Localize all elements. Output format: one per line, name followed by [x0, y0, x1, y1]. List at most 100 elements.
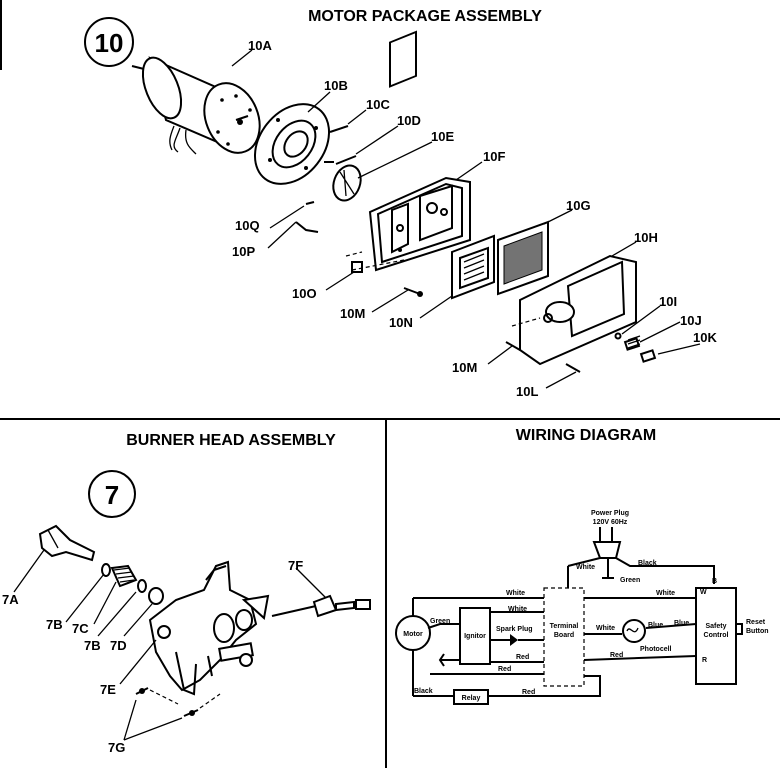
reset-label-2: Button — [746, 628, 769, 635]
part-7b-7c-7d — [101, 563, 164, 605]
terminal-r: R — [702, 657, 707, 664]
wire-white-left: White — [596, 625, 615, 632]
wire-white-1: White — [506, 590, 525, 597]
part-7g-screws — [135, 687, 221, 717]
part-10f-housing — [368, 30, 471, 272]
safety-label-2: Control — [704, 632, 729, 639]
motor-package-number: 10 — [95, 28, 124, 58]
motor-package-assembly: MOTOR PACKAGE ASSEMBLY 10 — [84, 8, 717, 399]
relay-box: Relay — [453, 689, 489, 705]
wiring-lines — [413, 566, 697, 697]
wire-red-2: Red — [610, 652, 623, 659]
motor-part-labels: 10A 10B 10C 10D 10E 10F 10G 10H 10I 10J … — [232, 38, 717, 399]
safety-control: Safety Control R W Reset Button — [695, 587, 769, 685]
burner-head-number-circle — [88, 470, 136, 518]
label-10p: 10P — [232, 244, 255, 259]
motor-package-number-circle — [84, 17, 134, 67]
burner-leaders — [13, 549, 327, 741]
label-10a: 10A — [248, 38, 272, 53]
burner-head-title: BURNER HEAD ASSEMBLY — [126, 432, 336, 449]
motor-package-title: MOTOR PACKAGE ASSEMBLY — [308, 8, 542, 25]
label-10k: 10K — [693, 330, 717, 345]
reset-label-1: Reset — [746, 619, 766, 626]
part-10m-10l — [505, 341, 581, 373]
wire-red-3: Red — [498, 666, 511, 673]
label-10c: 10C — [366, 97, 390, 112]
label-7e: 7E — [100, 682, 116, 697]
label-7b-upper: 7B — [46, 617, 63, 632]
part-7a-nozzle — [38, 524, 96, 562]
label-10g: 10G — [566, 198, 591, 213]
wire-white-3: White — [656, 590, 675, 597]
burner-head-assembly: BURNER HEAD ASSEMBLY 7 — [2, 432, 371, 755]
label-10m-lower: 10M — [452, 360, 477, 375]
wire-red-1: Red — [516, 654, 529, 661]
spark-plug-label: Spark Plug — [496, 626, 533, 633]
safety-label-1: Safety — [705, 623, 726, 630]
wire-labels: White White White White Green Spark Plug… — [414, 590, 689, 696]
label-10o: 10O — [292, 286, 317, 301]
part-10g-grille — [497, 220, 549, 296]
wire-red-4: Red — [522, 689, 535, 696]
part-10q-10p — [295, 201, 319, 233]
power-plug-label-2: 120V 60Hz — [593, 519, 628, 526]
wire-black-bottom: Black — [414, 688, 433, 695]
label-10d: 10D — [397, 113, 421, 128]
part-10c-10d-screws — [324, 125, 357, 165]
terminal-w: W — [700, 589, 707, 596]
terminal-label-1: Terminal — [550, 623, 579, 630]
part-10n-gasket — [451, 234, 495, 300]
wire-black-top: Black — [638, 560, 657, 567]
label-10i: 10I — [659, 294, 677, 309]
terminal-b: B — [712, 578, 717, 585]
part-7e-burner-head — [148, 560, 270, 696]
ignitor-box: Ignitor — [459, 607, 491, 665]
terminal-label-2: Board — [554, 632, 574, 639]
label-10l: 10L — [516, 384, 538, 399]
burner-part-labels: 7A 7B 7C 7B 7D 7E 7F 7G — [2, 558, 303, 755]
label-10j: 10J — [680, 313, 702, 328]
motor-leaders — [231, 49, 701, 389]
label-10n: 10N — [389, 315, 413, 330]
part-10e-fan — [332, 164, 362, 202]
wire-green-top: Green — [620, 577, 640, 584]
motor-symbol: Motor — [395, 598, 431, 696]
part-10a-motor — [131, 56, 261, 155]
relay-label: Relay — [462, 695, 481, 702]
label-10m-upper: 10M — [340, 306, 365, 321]
label-7d: 7D — [110, 638, 127, 653]
power-plug: Power Plug 120V 60Hz — [567, 510, 715, 584]
wire-white-top: White — [576, 564, 595, 571]
wire-blue-1: Blue — [648, 622, 663, 629]
burner-head-number: 7 — [105, 480, 119, 510]
part-10h-cover — [511, 254, 637, 366]
label-7f: 7F — [288, 558, 303, 573]
terminal-board: Terminal Board — [543, 587, 585, 687]
part-10b-flange — [253, 103, 331, 185]
label-10e: 10E — [431, 129, 454, 144]
label-7g: 7G — [108, 740, 125, 755]
label-10q: 10Q — [235, 218, 260, 233]
wire-blue-2: Blue — [674, 620, 689, 627]
wiring-title: WIRING DIAGRAM — [516, 427, 656, 444]
label-10h: 10H — [634, 230, 658, 245]
power-plug-label-1: Power Plug — [591, 510, 629, 517]
wire-white-2: White — [508, 606, 527, 613]
label-7c: 7C — [72, 621, 89, 636]
part-7f-electrode — [271, 594, 371, 618]
wire-green-motor: Green — [430, 618, 450, 625]
label-7b-lower: 7B — [84, 638, 101, 653]
part-10m-screw — [403, 287, 423, 297]
wiring-diagram: WIRING DIAGRAM Power Plug 120V 60Hz Whit… — [395, 427, 769, 705]
label-10f: 10F — [483, 149, 505, 164]
photocell: Photocell — [622, 619, 672, 653]
label-7a: 7A — [2, 592, 19, 607]
part-10i-10j-10k — [614, 332, 657, 363]
label-10b: 10B — [324, 78, 348, 93]
photocell-label: Photocell — [640, 646, 672, 653]
part-10o-nut — [345, 251, 405, 273]
motor-label: Motor — [403, 631, 423, 638]
ignitor-label: Ignitor — [464, 633, 486, 640]
